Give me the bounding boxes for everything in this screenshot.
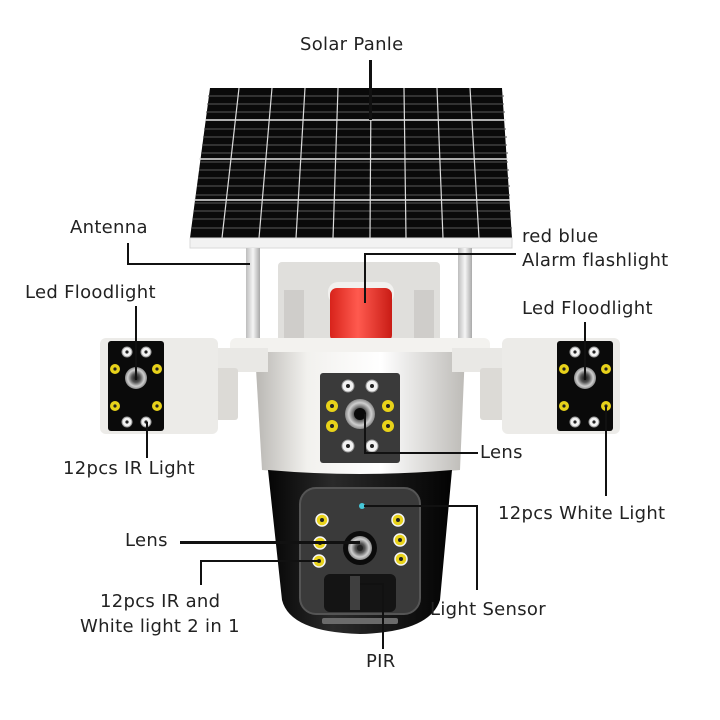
antenna-poles (246, 248, 472, 348)
label-ir-white-line1: 12pcs IR and (100, 591, 221, 612)
label-alarm-line2: Alarm flashlight (522, 250, 669, 271)
leader-alarm-h (364, 253, 516, 255)
leader-ir-light (146, 422, 148, 458)
label-floodlight-right: Led Floodlight (522, 298, 653, 319)
floodlight-right (502, 338, 620, 434)
leader-lens-upper-v (364, 414, 366, 454)
leader-antenna-v (127, 243, 129, 265)
leader-floodlight-left (135, 306, 137, 380)
leader-ir-white-h (200, 560, 320, 562)
light-sensor (359, 503, 365, 509)
label-white-light: 12pcs White Light (498, 503, 666, 524)
label-ir-light: 12pcs IR Light (63, 458, 195, 479)
leader-solar-panel (369, 60, 372, 120)
leader-ir-white-v (200, 560, 202, 585)
label-antenna: Antenna (70, 217, 148, 238)
leader-light-sensor-h (364, 505, 478, 507)
label-ir-white-line2: White light 2 in 1 (80, 616, 240, 637)
leader-white-light (605, 406, 607, 496)
label-lens-lower: Lens (125, 530, 168, 551)
label-lens-upper: Lens (480, 442, 523, 463)
leader-light-sensor-v (476, 505, 478, 590)
upper-lens-module (320, 373, 400, 463)
label-floodlight-left: Led Floodlight (25, 282, 156, 303)
pir-sensor (324, 574, 396, 612)
leader-lens-lower (180, 541, 360, 544)
label-alarm-line1: red blue (522, 226, 599, 247)
label-light-sensor: Light Sensor (430, 599, 546, 620)
leader-pir-h (360, 583, 384, 585)
leader-antenna-h (127, 263, 250, 265)
label-pir: PIR (366, 651, 396, 672)
leader-lens-upper-h (364, 452, 478, 454)
floodlight-left (100, 338, 218, 434)
leader-pir-v (382, 583, 384, 649)
lower-lens-module (312, 513, 408, 568)
alarm-flashlight (330, 288, 392, 342)
label-solar-panel: Solar Panle (300, 34, 404, 55)
solar-panel (189, 87, 513, 249)
leader-alarm-v (364, 253, 366, 303)
leader-floodlight-right (584, 322, 586, 380)
